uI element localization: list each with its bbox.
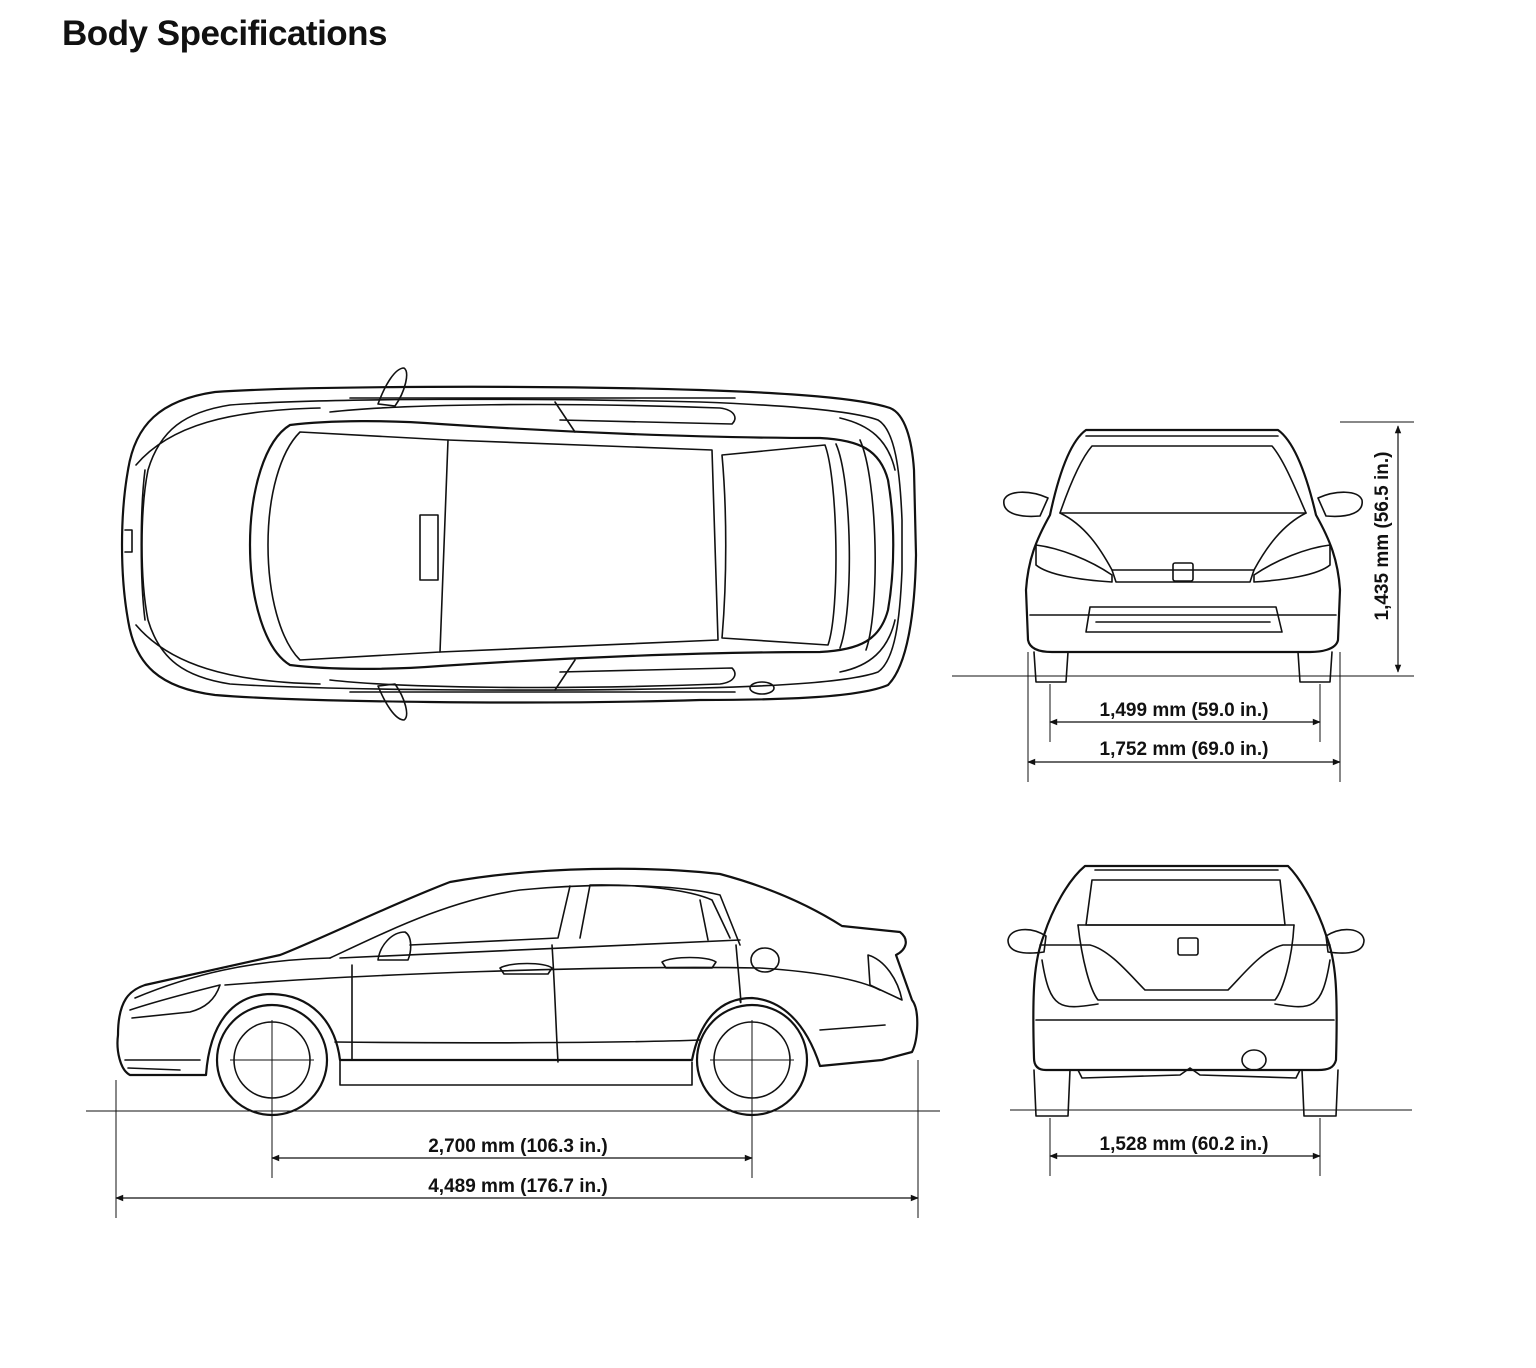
- rear-tread-dimension: 1,528 mm (60.2 in.): [1049, 1118, 1321, 1176]
- overall-width-label: 1,752 mm (69.0 in.): [1100, 739, 1269, 760]
- wheelbase-dimension: 2,700 mm (106.3 in.): [271, 1136, 753, 1162]
- overall-length-label: 4,489 mm (176.7 in.): [428, 1176, 608, 1197]
- side-view-drawing: [86, 867, 940, 1178]
- front-tread-dimension: 1,499 mm (59.0 in.): [1049, 684, 1321, 742]
- height-label: 1,435 mm (56.5 in.): [1372, 452, 1393, 621]
- page-title: Body Specifications: [62, 14, 388, 53]
- height-dimension: 1,435 mm (56.5 in.): [1372, 425, 1402, 673]
- top-view-drawing: [120, 367, 918, 721]
- front-view-drawing: [952, 421, 1414, 683]
- front-tread-label: 1,499 mm (59.0 in.): [1100, 700, 1269, 721]
- overall-length-dimension: 4,489 mm (176.7 in.): [115, 1060, 919, 1218]
- wheelbase-label: 2,700 mm (106.3 in.): [428, 1136, 608, 1157]
- rear-view-drawing: [1007, 864, 1412, 1117]
- overall-width-dimension: 1,752 mm (69.0 in.): [1027, 652, 1341, 782]
- rear-tread-label: 1,528 mm (60.2 in.): [1100, 1134, 1269, 1155]
